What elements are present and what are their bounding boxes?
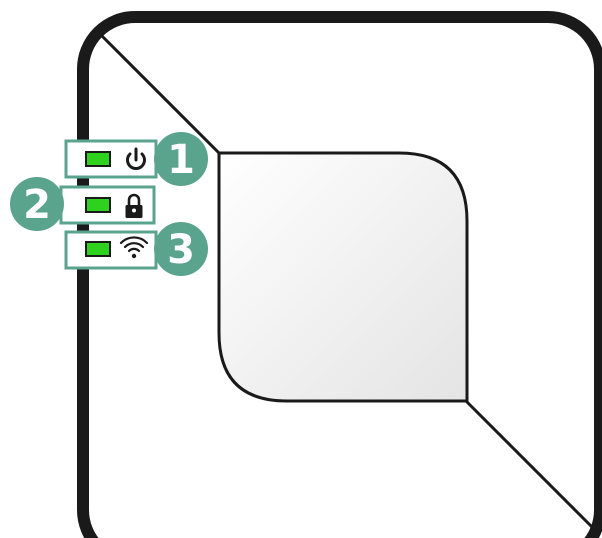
- wifi-icon: [119, 236, 149, 259]
- led-light: [85, 241, 111, 257]
- indicator-power: 1: [64, 132, 208, 186]
- callout-number: 1: [167, 137, 195, 183]
- callout-number-badge: [10, 177, 64, 231]
- power-icon: [126, 147, 146, 170]
- diagonal-line-top-left: [98, 32, 221, 155]
- center-panel: [217, 151, 469, 403]
- callout-number: 2: [23, 182, 51, 228]
- led-light: [85, 151, 111, 167]
- led-light: [85, 197, 111, 213]
- callout-number-badge: [154, 132, 208, 186]
- callout-number-badge: [154, 222, 208, 276]
- indicator-wifi: 3: [64, 222, 208, 276]
- diagonal-line-bottom-right: [463, 398, 594, 529]
- lock-icon: [125, 193, 143, 218]
- callout-number: 3: [167, 227, 195, 273]
- indicator-lock: 2: [10, 177, 156, 231]
